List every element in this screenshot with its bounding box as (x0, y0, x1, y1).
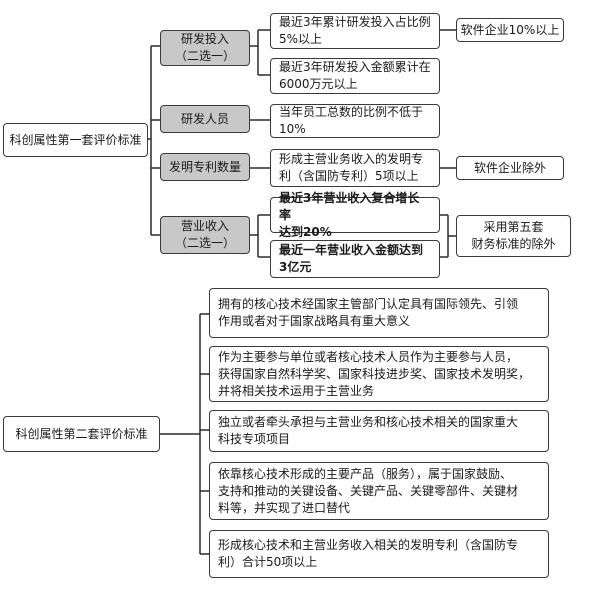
criteria-two-item-5: 形成核心技术和主营业务收入相关的发明专利（含国防专 利）合计50项以上 (209, 530, 549, 578)
criteria-two-title: 科创属性第二套评价标准 (3, 416, 160, 452)
category-revenue: 营业收入 （二选一） (160, 216, 250, 254)
category-rd-investment: 研发投入 （二选一） (160, 30, 250, 66)
category-rd-staff: 研发人员 (160, 105, 250, 133)
criteria-two-item-2: 作为主要参与单位或者核心技术人员作为主要参与人员， 获得国家自然科学奖、国家科技… (209, 346, 549, 402)
criteria-two-item-3: 独立或者牵头承担与主营业务和核心技术相关的国家重大 科技专项项目 (209, 410, 549, 452)
note-software-excluded: 软件企业除外 (456, 156, 564, 180)
item-revenue-growth: 最近3年营业收入复合增长率 达到20% (270, 191, 440, 239)
item-patents: 形成主营业务收入的发明专 利（含国防专利）5项以上 (270, 149, 440, 187)
criteria-two-item-4: 依靠核心技术形成的主要产品（服务），属于国家鼓励、 支持和推动的关键设备、关键产… (209, 462, 549, 520)
criteria-one-title: 科创属性第一套评价标准 (3, 123, 148, 157)
note-software-10pct: 软件企业10%以上 (456, 18, 564, 42)
note-fifth-standard-excluded: 采用第五套 财务标准的除外 (456, 215, 571, 257)
item-rd-amount: 最近3年研发投入金额累计在 6000万元以上 (270, 58, 440, 94)
criteria-two-item-1: 拥有的核心技术经国家主管部门认定具有国际领先、引领 作用或者对于国家战略具有重大… (209, 288, 549, 338)
item-staff-ratio: 当年员工总数的比例不低于 10% (270, 104, 440, 138)
item-rd-ratio: 最近3年累计研发投入占比例 5%以上 (270, 13, 440, 49)
item-revenue-amount: 最近一年营业收入金额达到 3亿元 (270, 240, 440, 278)
category-patents: 发明专利数量 (160, 153, 250, 181)
